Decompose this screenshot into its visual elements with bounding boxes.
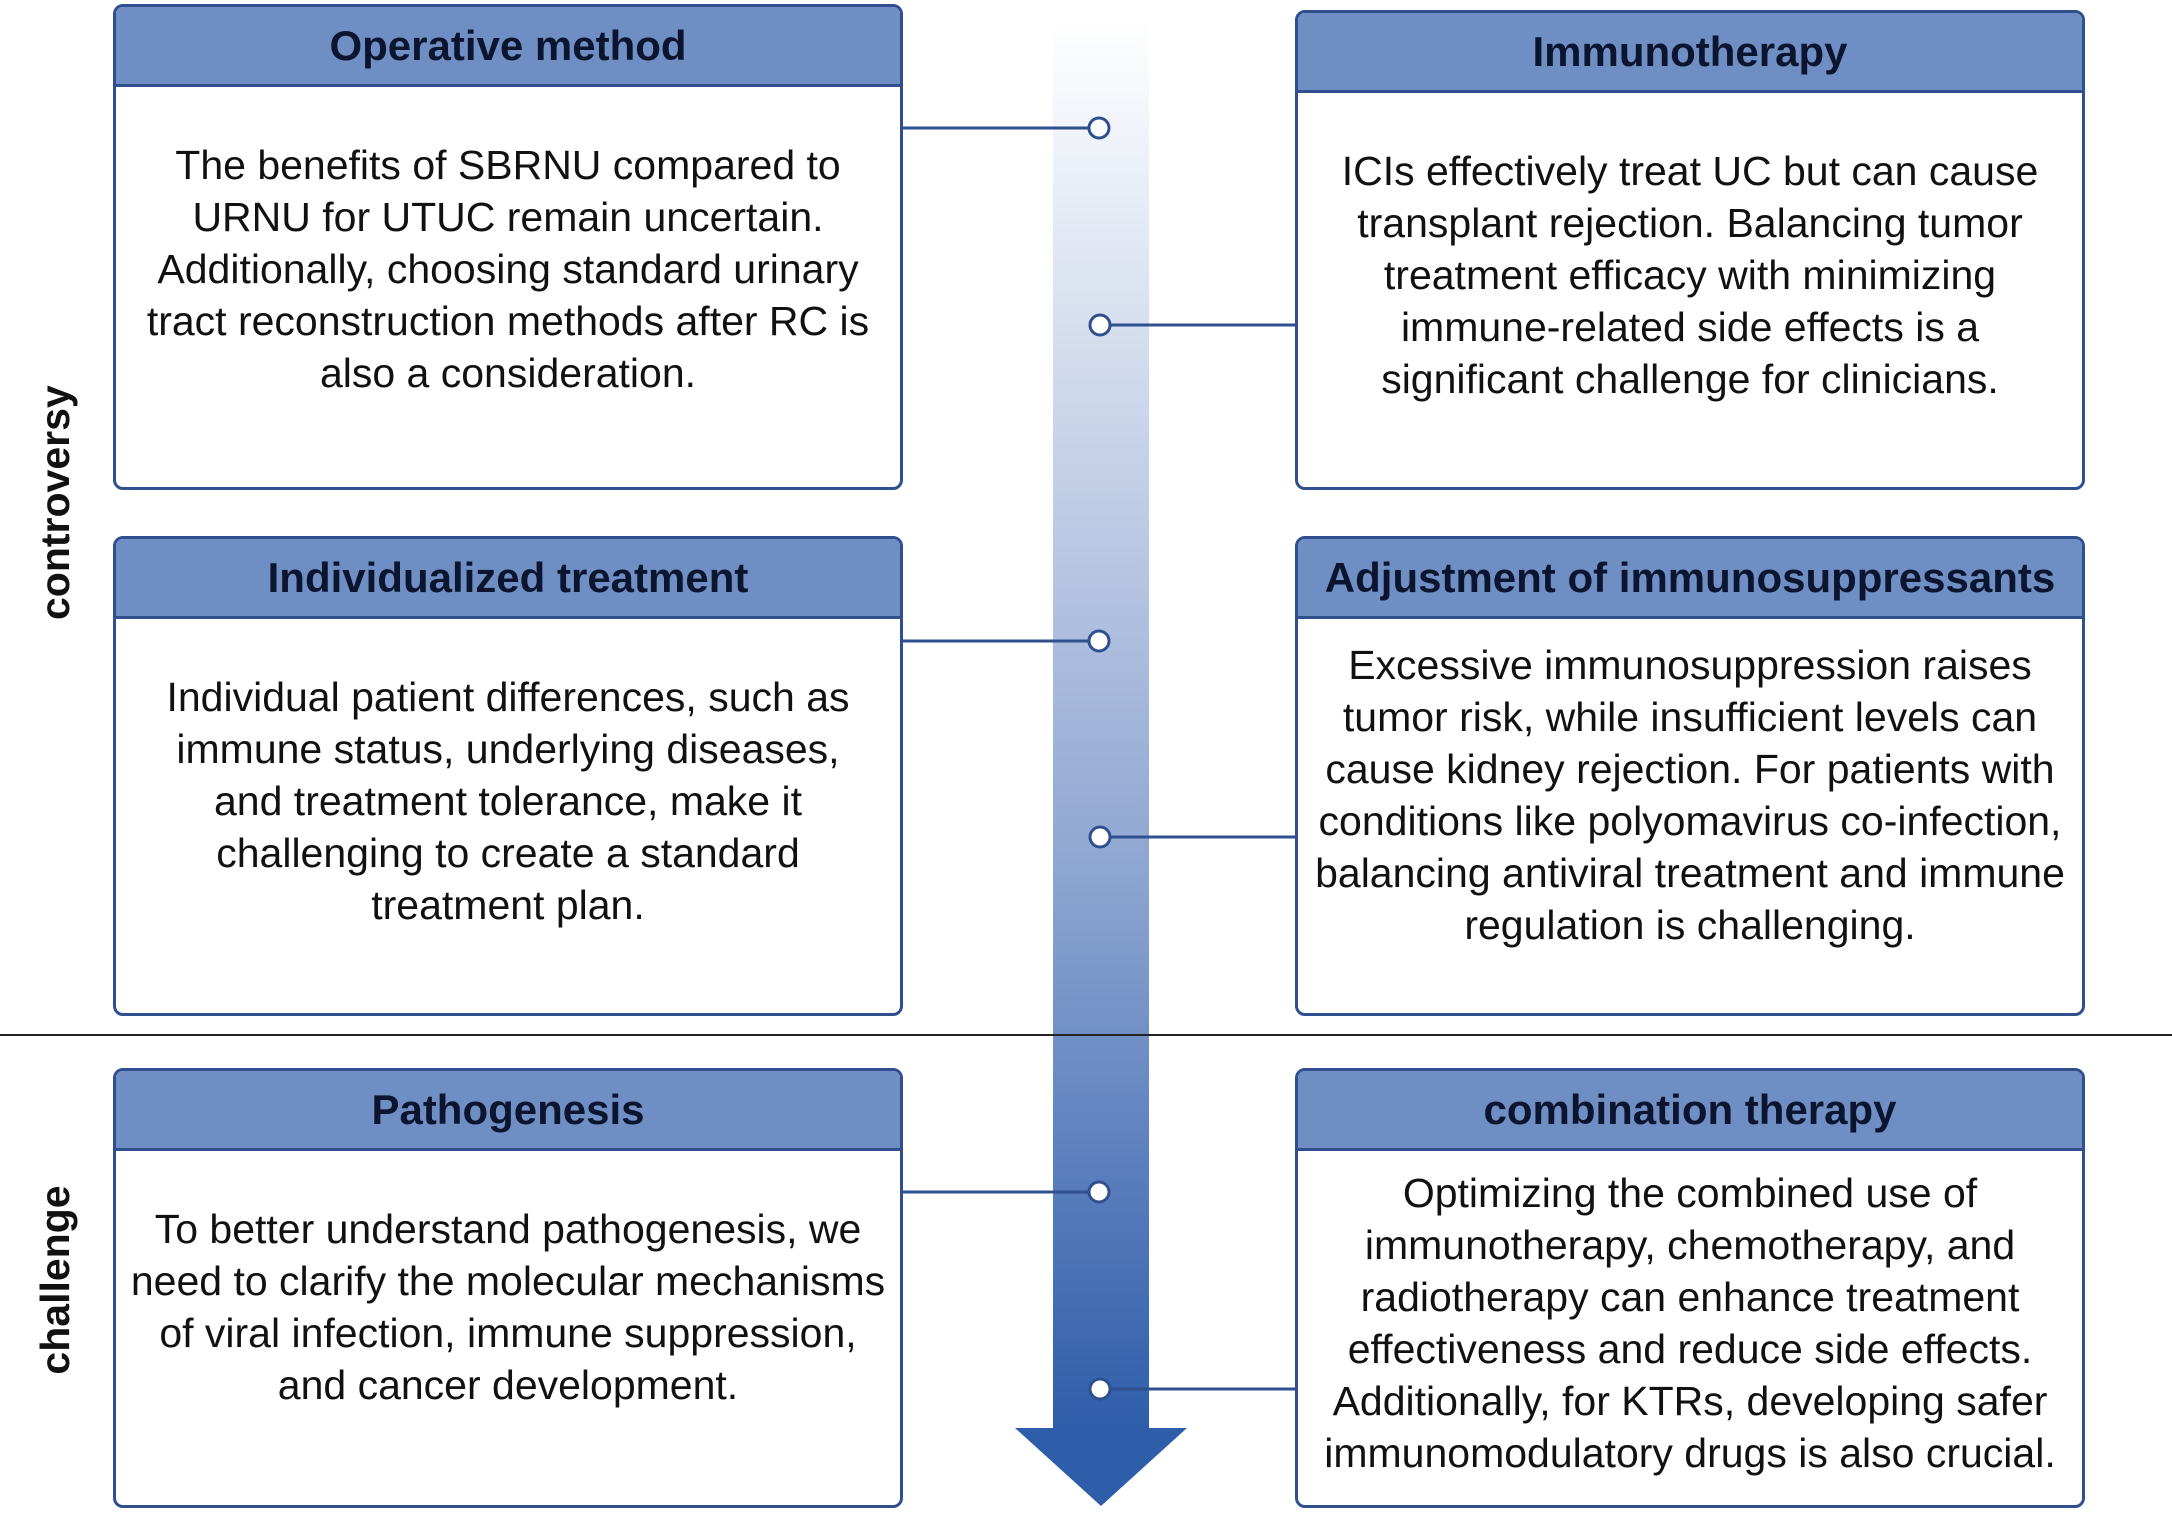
arrow-head (1015, 1428, 1187, 1506)
box-text-pathogenesis: To better understand pathogenesis, we ne… (130, 1206, 886, 1408)
connector-node-immunotherapy (1088, 313, 1112, 337)
box-text-individualized-treatment: Individual patient differences, such as … (166, 674, 850, 928)
connector-node-individualized (1087, 629, 1111, 653)
connector-node-combination (1088, 1377, 1112, 1401)
section-divider (0, 1034, 2172, 1036)
side-label-challenge: challenge (32, 1185, 78, 1375)
connector-node-immunosuppressants (1088, 825, 1112, 849)
box-title-operative-method: Operative method (116, 7, 900, 87)
box-title-combination-therapy: combination therapy (1298, 1071, 2082, 1151)
box-text-adjustment-of-immunosuppressants: Excessive immunosuppression raises tumor… (1315, 642, 2065, 948)
box-text-operative-method: The benefits of SBRNU compared to URNU f… (146, 142, 870, 396)
arrow-shaft (1053, 20, 1149, 1430)
side-label-controversy: controversy (32, 385, 78, 620)
box-title-individualized-treatment: Individualized treatment (116, 539, 900, 619)
connector-node-pathogenesis (1087, 1180, 1111, 1204)
connector-node-operative (1087, 116, 1111, 140)
box-operative-method: Operative method The benefits of SBRNU c… (113, 4, 903, 490)
box-combination-therapy: combination therapy Optimizing the combi… (1295, 1068, 2085, 1508)
box-text-immunotherapy: ICIs effectively treat UC but can cause … (1341, 148, 2039, 402)
box-title-adjustment-of-immunosuppressants: Adjustment of immunosuppressants (1298, 539, 2082, 619)
box-adjustment-of-immunosuppressants: Adjustment of immunosuppressants Excessi… (1295, 536, 2085, 1016)
box-title-pathogenesis: Pathogenesis (116, 1071, 900, 1151)
box-text-combination-therapy: Optimizing the combined use of immunothe… (1324, 1170, 2056, 1476)
box-pathogenesis: Pathogenesis To better understand pathog… (113, 1068, 903, 1508)
box-immunotherapy: Immunotherapy ICIs effectively treat UC … (1295, 10, 2085, 490)
box-title-immunotherapy: Immunotherapy (1298, 13, 2082, 93)
box-individualized-treatment: Individualized treatment Individual pati… (113, 536, 903, 1016)
